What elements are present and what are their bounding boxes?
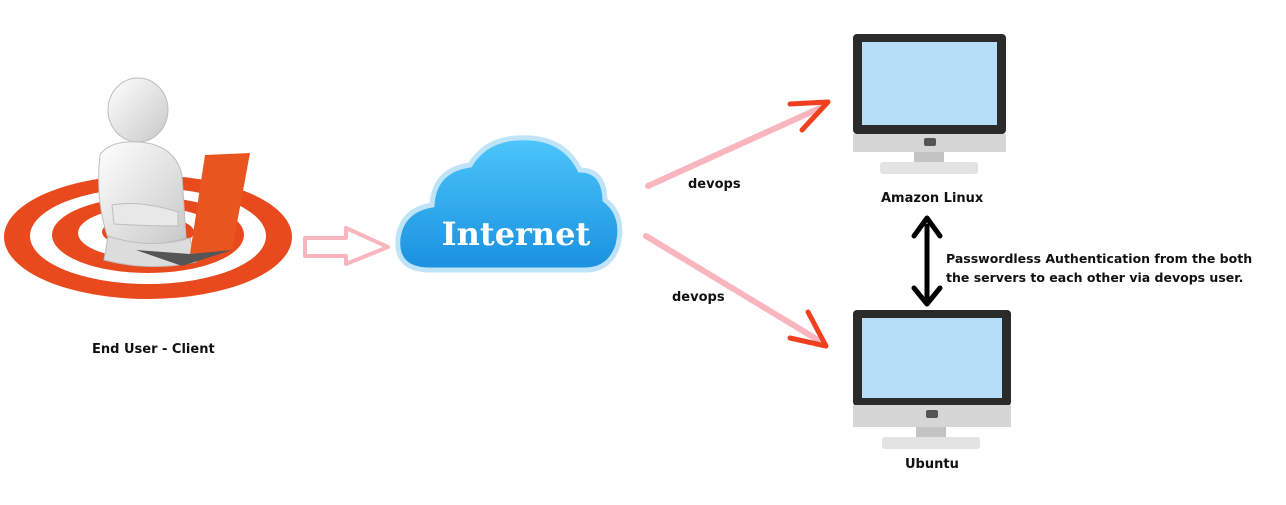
amazon-linux-label: Amazon Linux [881,191,984,206]
arrow-to-amazon [645,99,831,189]
ubuntu-monitor-icon [853,310,1011,449]
client-illustration [4,77,292,299]
person-icon [98,77,197,267]
client-label: End User - Client [92,342,215,357]
passwordless-auth-label: Passwordless Authentication from the bot… [946,251,1253,285]
cloud-label: Internet [442,215,591,253]
bidirectional-arrow [911,215,943,307]
amazon-monitor-icon [853,34,1006,174]
laptop-icon [136,153,250,266]
internet-cloud-icon: Internet [395,135,623,273]
amazon-connection-label: devops [688,177,741,192]
client-to-internet-arrow [303,226,390,266]
ubuntu-label: Ubuntu [905,457,959,472]
arrow-to-ubuntu [643,233,829,349]
ubuntu-connection-label: devops [672,290,725,305]
